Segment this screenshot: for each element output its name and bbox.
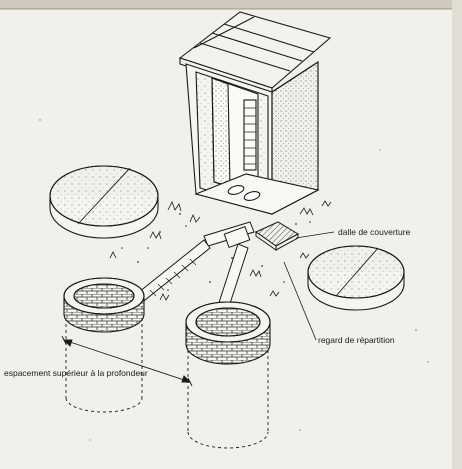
pit-left <box>63 277 145 413</box>
footrest-right <box>243 191 261 201</box>
scan-top-edge <box>0 0 462 9</box>
vent-pipe <box>243 99 257 171</box>
footrest-left <box>227 185 245 195</box>
label-spacing: espacement supérieur à la profondeur <box>4 368 148 378</box>
leader-lines <box>283 231 335 341</box>
cover-slab-right <box>307 245 405 311</box>
pit-right <box>185 301 271 449</box>
spacing-dimension <box>61 335 193 387</box>
cover-slab-left <box>49 165 159 239</box>
label-distribution-chamber: regard de répartition <box>318 335 395 345</box>
distribution-chamber <box>254 221 300 251</box>
ground-vegetation <box>109 200 332 301</box>
label-cover-slab: dalle de couverture <box>338 227 411 237</box>
latrine-shelter <box>178 11 332 215</box>
